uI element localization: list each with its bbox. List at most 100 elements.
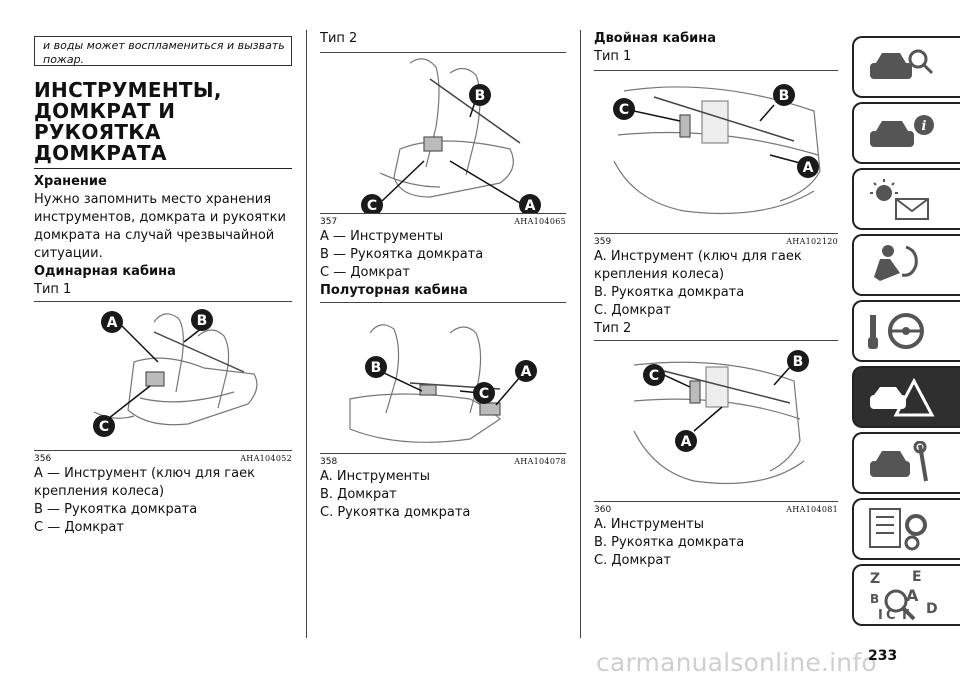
callout-a: A (675, 430, 697, 452)
car-wrench-icon (870, 441, 928, 482)
legend-item: A. Инструменты (594, 517, 704, 532)
column-divider (306, 30, 307, 638)
seat-illustration-357: B C A (361, 58, 541, 213)
callout-b: B (365, 356, 387, 378)
caption-358: 358 AHA104078 (320, 454, 566, 468)
caption-359: 359 AHA102120 (594, 234, 838, 248)
airbag-seat-icon (874, 245, 918, 281)
figure-number: 357 (320, 217, 338, 227)
warning-lights-mail-icon (870, 179, 929, 220)
legend-item: B. Рукоятка домкрата (594, 535, 745, 550)
figure-code: AHA102120 (786, 237, 838, 246)
column-2: Тип 2 B C A 357 AHA104065 A — Инструмент… (320, 30, 566, 678)
callout-b: B (191, 309, 213, 331)
callout-a: A (515, 360, 537, 382)
type2-label: Тип 2 (320, 31, 358, 46)
single-cab-heading: Одинарная кабина (34, 264, 176, 279)
caption-356: 356 AHA104052 (34, 451, 292, 465)
svg-text:B: B (197, 313, 208, 329)
figure-357: B C A (320, 53, 566, 213)
svg-text:A: A (521, 364, 532, 380)
figure-number: 360 (594, 505, 612, 515)
figure-number: 359 (594, 237, 612, 247)
figure-code: AHA104052 (240, 454, 292, 463)
svg-text:A: A (107, 315, 118, 331)
legend-item: B — Рукоятка домкрата (34, 502, 198, 517)
legend-item: B. Домкрат (320, 487, 397, 502)
legend-item: C. Домкрат (594, 303, 671, 318)
figure-359: C B A (594, 71, 838, 233)
svg-text:B: B (870, 592, 879, 606)
tab-car-service[interactable] (852, 432, 960, 494)
svg-text:B: B (371, 360, 382, 376)
seat-illustration-359: C B A (613, 84, 821, 215)
svg-text:A: A (803, 160, 814, 176)
double-cab-heading: Двойная кабина (594, 31, 717, 46)
car-search-icon (870, 49, 934, 79)
figure-code: AHA104078 (514, 457, 566, 466)
callout-a: A (519, 194, 541, 213)
callout-b: B (787, 350, 809, 372)
column-1: и воды может воспламениться и вызвать по… (34, 36, 292, 678)
car-info-icon: i (870, 115, 934, 147)
tab-key-steering[interactable] (852, 300, 960, 362)
svg-text:i: i (922, 119, 927, 134)
tab-warning-lights[interactable] (852, 168, 960, 230)
watermark: carmanualsonline.info (596, 648, 877, 677)
legend-item: C — Домкрат (34, 520, 124, 535)
callout-a: A (797, 156, 819, 178)
callout-b: B (773, 84, 795, 106)
legend-item: A — Инструменты (320, 229, 444, 244)
tab-breakdown[interactable] (852, 366, 960, 428)
svg-text:I: I (878, 608, 883, 623)
figure-code: AHA104081 (786, 505, 838, 514)
svg-text:E: E (912, 569, 922, 585)
legend-item: A — Инструмент (ключ для гаек крепления … (34, 466, 255, 499)
page-title: ИНСТРУМЕНТЫ, ДОМКРАТ И РУКОЯТКА ДОМКРАТА (34, 80, 292, 169)
legend-item: C. Домкрат (594, 553, 671, 568)
column-3: Двойная кабина Тип 1 C B A 359 AHA102120… (594, 30, 838, 678)
svg-text:B: B (475, 88, 486, 104)
key-steering-wheel-icon (868, 313, 924, 349)
tab-car-search[interactable] (852, 36, 960, 98)
svg-text:Z: Z (870, 571, 880, 587)
svg-text:C: C (886, 608, 896, 623)
legend-item: C. Рукоятка домкрата (320, 505, 471, 520)
car-breakdown-warning-icon (870, 377, 935, 417)
legend-item: B — Рукоятка домкрата (320, 247, 484, 262)
svg-text:A: A (525, 198, 536, 213)
figure-code: AHA104065 (514, 217, 566, 226)
tab-specs[interactable] (852, 498, 960, 560)
figure-number: 358 (320, 457, 338, 467)
figure-358: B C A (320, 303, 566, 453)
tab-airbag-seat[interactable] (852, 234, 960, 296)
legend-item: A. Инструменты (320, 469, 430, 484)
svg-text:C: C (619, 102, 629, 118)
callout-c: C (473, 382, 495, 404)
legend-item: A. Инструмент (ключ для гаек крепления к… (594, 249, 802, 282)
svg-text:A: A (906, 586, 919, 605)
storage-text: Нужно запомнить место хранения инструмен… (34, 192, 286, 261)
seat-illustration-356: A B C (93, 309, 258, 437)
caption-360: 360 AHA104081 (594, 502, 838, 516)
tab-index[interactable]: Z E A B D I C T (852, 564, 960, 626)
type1-label: Тип 1 (34, 282, 72, 297)
column-divider (580, 30, 581, 638)
title-line-1: ИНСТРУМЕНТЫ, (34, 78, 222, 102)
svg-text:C: C (99, 419, 109, 435)
callout-c: C (361, 194, 383, 213)
svg-text:T: T (900, 608, 909, 623)
half-cab-heading: Полуторная кабина (320, 283, 468, 298)
callout-a: A (101, 311, 123, 333)
figure-356: A B C (34, 302, 292, 450)
storage-heading: Хранение (34, 174, 107, 189)
callout-b: B (469, 84, 491, 106)
tab-car-info[interactable]: i (852, 102, 960, 164)
figure-number: 356 (34, 454, 52, 464)
svg-text:C: C (367, 198, 377, 213)
svg-text:A: A (681, 434, 692, 450)
specs-gear-icon (869, 508, 927, 551)
alphabetical-index-icon: Z E A B D I C T (870, 569, 938, 623)
callout-c: C (93, 415, 115, 437)
seat-illustration-360: C B A (633, 350, 809, 485)
